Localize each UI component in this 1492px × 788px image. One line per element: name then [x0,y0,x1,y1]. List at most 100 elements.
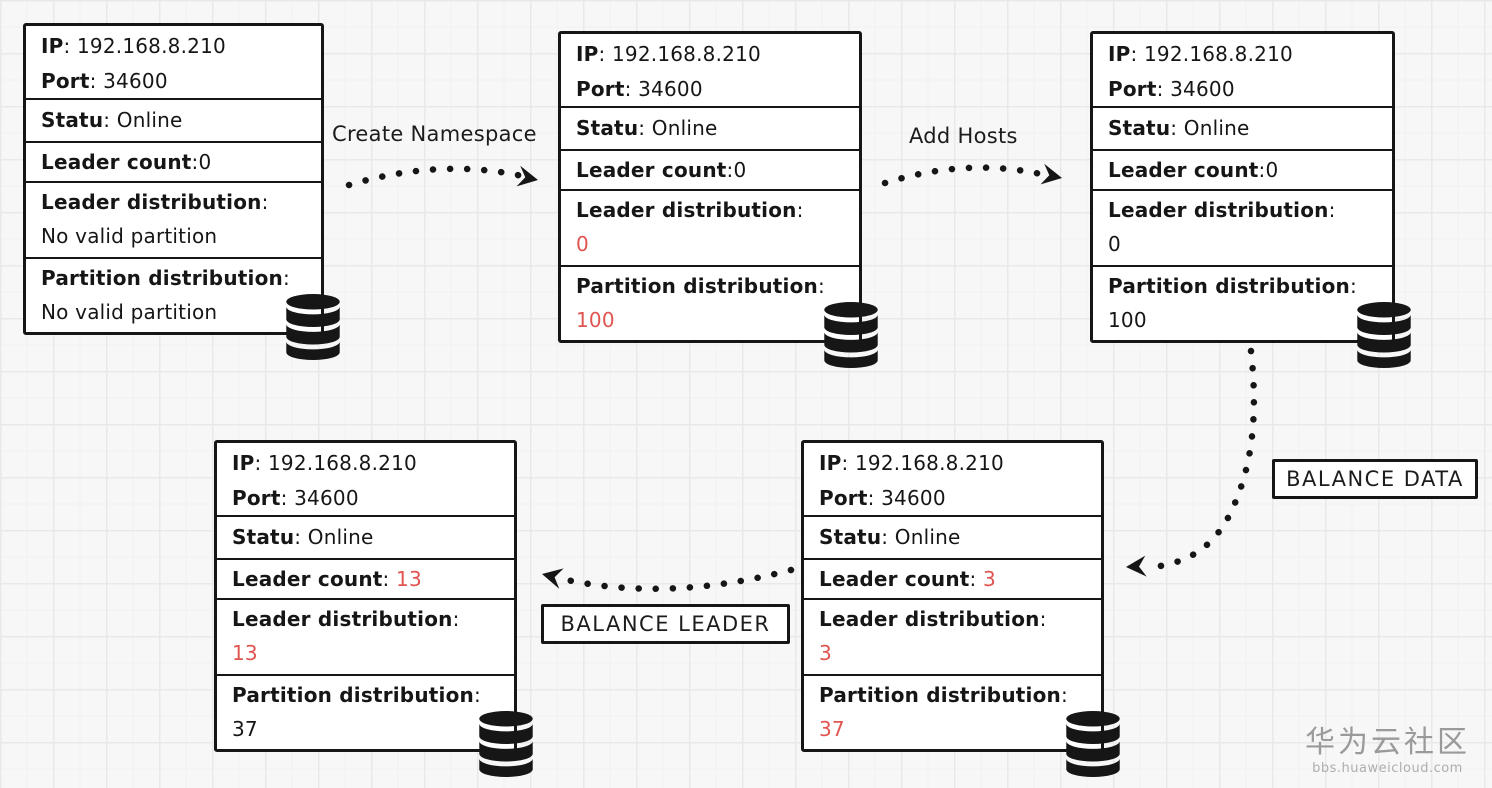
port-label: Port [576,77,625,101]
status-label: Statu [1108,116,1171,140]
divider [1093,149,1392,151]
ip-value: 192.168.8.210 [1144,42,1293,66]
leader-distribution-section: Leader distribution: No valid partition [41,190,269,248]
divider [26,257,321,259]
leader-count-label: Leader count [819,566,970,591]
port-value: 34600 [103,69,168,93]
status-label: Statu [232,525,295,549]
leader-count-label: Leader count [41,149,192,174]
ip-row: IP: 192.168.8.210 [41,34,226,58]
divider [561,189,859,191]
leader-distribution-section: Leader distribution: 3 [819,607,1047,665]
ip-label: IP [41,34,64,58]
balance-leader-arrowhead [542,568,564,589]
partition-distribution-value: 100 [1108,308,1147,332]
divider [1093,189,1392,191]
node-card-3: IP: 192.168.8.210 Port: 34600 Statu: Onl… [1090,31,1411,369]
create-namespace-arrow-line [345,165,526,189]
status-label: Statu [819,525,882,549]
port-value: 34600 [294,486,359,510]
partition-distribution-section: Partition distribution: 100 [576,274,825,332]
ip-row: IP: 192.168.8.210 [576,42,761,66]
leader-count-value: 0 [1265,157,1279,182]
status-value: Online [894,525,961,549]
ip-label: IP [1108,42,1131,66]
ip-row: IP: 192.168.8.210 [819,451,1004,475]
leader-count-value: 13 [396,566,422,591]
status-value: Online [307,525,374,549]
balance-leader-badge: BALANCE LEADER [541,604,790,644]
leader-distribution-value: No valid partition [41,224,218,248]
leader-count-value: 0 [198,149,212,174]
partition-distribution-label: Partition distribution [1108,274,1350,298]
ip-value: 192.168.8.210 [612,42,761,66]
divider [217,674,514,676]
status-row: Statu: Online [232,525,374,549]
ip-label: IP [819,451,842,475]
add-hosts-label: Add Hosts [909,124,1018,148]
divider [1093,265,1392,267]
database-icon [1066,710,1120,778]
partition-distribution-section: Partition distribution: 100 [1108,274,1357,332]
ip-row: IP: 192.168.8.210 [1108,42,1293,66]
status-row: Statu: Online [1108,116,1250,140]
watermark: 华为云社区 bbs.huaweicloud.com [1305,725,1470,776]
ip-label: IP [576,42,599,66]
database-icon [286,293,340,361]
divider [26,98,321,100]
partition-distribution-section: Partition distribution: No valid partiti… [41,266,290,324]
node-card-2: IP: 192.168.8.210 Port: 34600 Statu: Onl… [558,31,878,369]
port-row: Port: 34600 [819,486,946,510]
divider [804,598,1101,600]
balance-leader-arrow-line [554,566,795,593]
status-row: Statu: Online [576,116,718,140]
partition-distribution-label: Partition distribution [41,266,283,290]
divider [26,141,321,143]
port-row: Port: 34600 [232,486,359,510]
leader-count-row: Leader count: 3 [819,566,996,591]
database-icon [479,710,533,778]
card-section-identity: IP: 192.168.8.210 Port: 34600 [26,26,321,98]
leader-distribution-value: 13 [232,641,258,665]
divider [217,558,514,560]
port-value: 34600 [638,77,703,101]
leader-distribution-value: 0 [1108,232,1121,256]
port-row: Port: 34600 [41,69,168,93]
add-hosts-arrow-line [881,164,1049,187]
port-label: Port [819,486,868,510]
add-hosts-arrowhead [1040,163,1062,185]
card-section-identity: IP: 192.168.8.210 Port: 34600 [561,34,859,106]
partition-distribution-value: 37 [232,717,258,741]
leader-distribution-section: Leader distribution: 0 [1108,198,1336,256]
status-value: Online [116,108,183,132]
divider [1093,106,1392,108]
leader-distribution-label: Leader distribution [1108,198,1329,222]
node-card-1: IP: 192.168.8.210 Port: 34600 Statu: Onl… [23,23,340,361]
node-card-4: IP: 192.168.8.210 Port: 34600 Statu: Onl… [801,440,1120,778]
status-label: Statu [576,116,639,140]
divider [561,149,859,151]
create-namespace-arrowhead [516,165,538,187]
balance-data-label: BALANCE DATA [1286,467,1464,491]
port-label: Port [1108,77,1157,101]
leader-distribution-section: Leader distribution: 13 [232,607,460,665]
ip-value: 192.168.8.210 [77,34,226,58]
leader-distribution-label: Leader distribution [576,198,797,222]
watermark-url: bbs.huaweicloud.com [1312,761,1463,776]
port-value: 34600 [881,486,946,510]
port-value: 34600 [1170,77,1235,101]
database-icon [824,301,878,369]
leader-count-row: Leader count:0 [41,149,212,174]
balance-leader-label: BALANCE LEADER [560,612,771,636]
divider [26,181,321,183]
partition-distribution-label: Partition distribution [576,274,818,298]
ip-label: IP [232,451,255,475]
leader-count-value: 0 [733,157,747,182]
partition-distribution-section: Partition distribution: 37 [232,683,481,741]
leader-distribution-label: Leader distribution [232,607,453,631]
node-card-5: IP: 192.168.8.210 Port: 34600 Statu: Onl… [214,440,533,778]
card-section-identity: IP: 192.168.8.210 Port: 34600 [804,443,1101,515]
leader-count-value: 3 [983,566,996,591]
leader-count-label: Leader count [576,157,727,182]
